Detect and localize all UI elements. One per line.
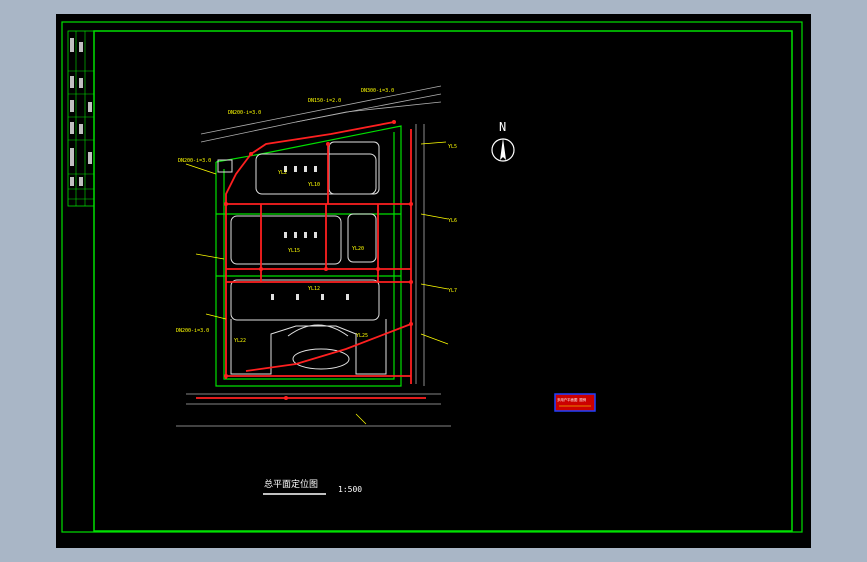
label-top-2: DN150-i=2.0 bbox=[308, 98, 341, 104]
pipe-annotations: DN200-i=3.0 DN150-i=2.0 DN300-i=3.0 DN20… bbox=[176, 88, 457, 344]
title-block bbox=[67, 30, 95, 207]
drawing-scale: 1:500 bbox=[338, 485, 362, 494]
drainage-pipes bbox=[196, 121, 426, 399]
north-label: N bbox=[499, 120, 506, 134]
label-bottom-1: DN200-i=3.0 bbox=[176, 328, 209, 334]
outer-frame bbox=[61, 21, 803, 533]
cad-drawing-canvas[interactable]: DN200-i=3.0 DN150-i=2.0 DN300-i=3.0 DN20… bbox=[56, 14, 811, 548]
label-inner-4: YL20 bbox=[352, 246, 364, 252]
label-right-3: YL7 bbox=[448, 288, 457, 294]
north-arrow: N bbox=[491, 120, 515, 162]
label-top-1: DN200-i=3.0 bbox=[228, 110, 261, 116]
drawing-viewport[interactable]: DN200-i=3.0 DN150-i=2.0 DN300-i=3.0 DN20… bbox=[56, 14, 811, 548]
label-inner-2: YL10 bbox=[308, 182, 320, 188]
label-inner-6: YL12 bbox=[308, 286, 320, 292]
legend-stamp: 多用户平面图 图例 bbox=[554, 393, 596, 412]
label-inner-5: YL22 bbox=[234, 338, 246, 344]
label-left-1: DN200-i=3.0 bbox=[178, 158, 211, 164]
building-window-marks bbox=[271, 166, 349, 300]
plaza-ellipse bbox=[292, 348, 350, 370]
annotation-leaders bbox=[185, 141, 449, 425]
label-inner-3: YL15 bbox=[288, 248, 300, 254]
label-top-3: DN300-i=3.0 bbox=[361, 88, 394, 94]
building-footprints bbox=[217, 141, 387, 375]
label-right-2: YL6 bbox=[448, 218, 457, 224]
drawing-title: 总平面定位图 bbox=[264, 478, 318, 490]
label-inner-1: YL2 bbox=[278, 170, 287, 176]
drawing-title-block: 总平面定位图 1:500 bbox=[263, 478, 362, 495]
inspection-wells bbox=[224, 120, 413, 400]
label-right-1: YL5 bbox=[448, 144, 457, 150]
plaza-arc bbox=[287, 324, 349, 337]
label-bottom-2: YL25 bbox=[356, 333, 368, 339]
site-boundary bbox=[176, 85, 451, 427]
inner-frame bbox=[93, 30, 793, 532]
stamp-text: 多用户平面图 图例 bbox=[557, 397, 587, 402]
